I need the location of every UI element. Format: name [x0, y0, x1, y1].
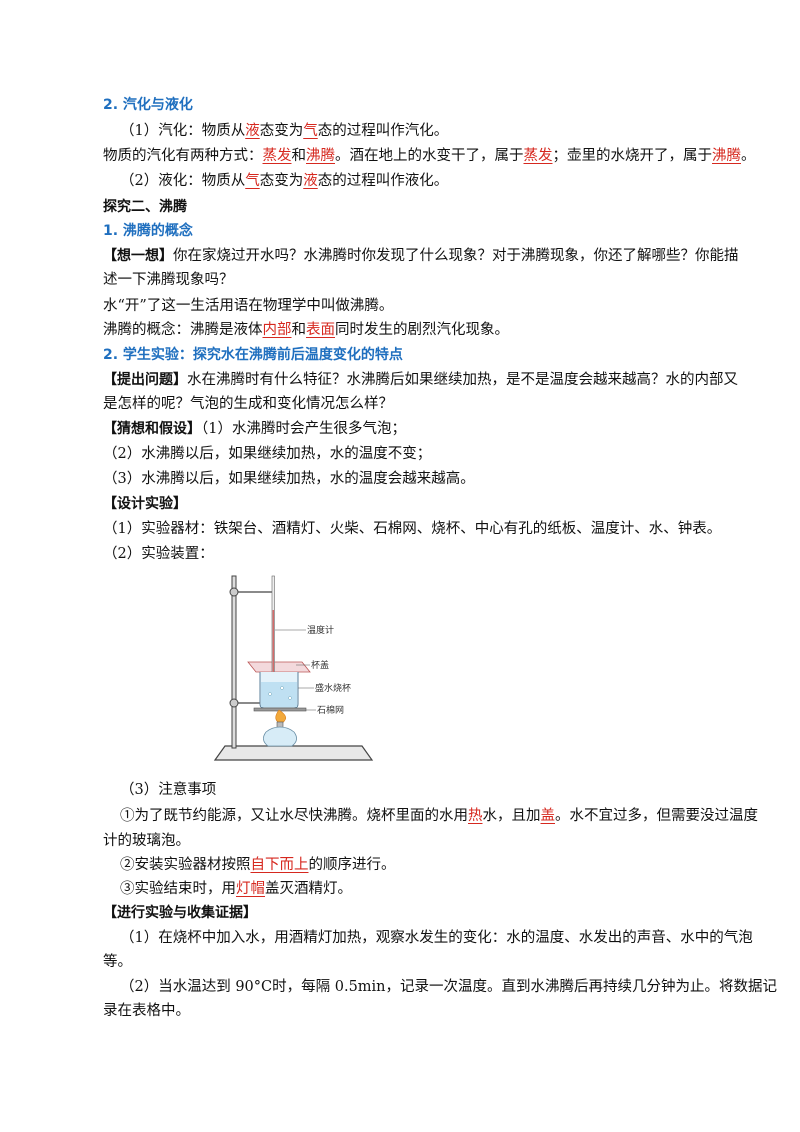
- text: 态的过程叫作液化。: [317, 173, 449, 189]
- flame: [275, 709, 287, 724]
- text: 同时发生的剧烈汽化现象。: [335, 322, 509, 338]
- tag: 【提出问题】: [103, 372, 187, 388]
- stand-base: [213, 745, 374, 761]
- alcohol-lamp: [263, 726, 297, 747]
- text: 水，且加: [482, 808, 541, 824]
- explore-heading: 探究二、沸腾: [103, 199, 187, 215]
- note-3: ③实验结束时，用灯帽盖灭酒精灯。: [120, 879, 352, 899]
- text: ②安装实验器材按照: [120, 857, 251, 873]
- text: 。酒在地上的水变干了，属于: [335, 148, 524, 164]
- hypothesis-item: （3）水沸腾以后，如果继续加热，水的温度会越来越高。: [103, 471, 475, 487]
- note-1-line2: 计的玻璃泡。: [103, 833, 190, 849]
- collect-step-1-line2: 等。: [103, 954, 132, 970]
- text: 你在家烧过开水吗？水沸腾时你发现了什么现象？对于沸腾现象，你还了解哪些？你能描: [173, 248, 739, 264]
- collect-heading: 【进行实验与收集证据】: [103, 905, 257, 921]
- answer-blank: 自下而上: [250, 857, 309, 873]
- clamp-knob: [229, 587, 239, 597]
- label-gauze: 石棉网: [317, 704, 344, 716]
- label-lid: 杯盖: [311, 659, 329, 671]
- ring-knob: [229, 698, 239, 708]
- note-1: ①为了既节约能源，又让水尽快沸腾。烧杯里面的水用热水，且加盖。水不宜过多，但需要…: [120, 806, 758, 826]
- text: 物质的汽化有两种方式：: [103, 148, 263, 164]
- subsection-title: 2. 学生实验：探究水在沸腾前后温度变化的特点: [103, 347, 403, 363]
- collect-step-1: （1）在烧杯中加入水，用酒精灯加热，观察水发生的变化：水的温度、水发出的声音、水…: [120, 930, 753, 946]
- question-paragraph: 【提出问题】水在沸腾时有什么特征？水沸腾后如果继续加热，是不是温度会越来越高？水…: [103, 370, 738, 390]
- answer-blank: 表面: [306, 322, 335, 338]
- answer-blank: 蒸发: [523, 148, 553, 164]
- answer-blank: 内部: [262, 322, 292, 338]
- tag: 【想一想】: [103, 248, 173, 264]
- equipment-list: （1）实验器材：铁架台、酒精灯、火柴、石棉网、烧杯、中心有孔的纸板、温度计、水、…: [103, 521, 722, 537]
- answer-blank: 沸腾: [306, 148, 335, 164]
- subsection-title: 1. 沸腾的概念: [103, 223, 193, 239]
- apparatus-illustration: 温度计 杯盖 盛水烧杯 石棉网: [213, 575, 374, 761]
- text: 。水不宜过多，但需要没过温度: [555, 808, 758, 824]
- text: 盖灭酒精灯。: [265, 881, 352, 897]
- text: ；壶里的水烧开了，属于: [552, 148, 713, 164]
- text: 水在沸腾时有什么特征？水沸腾后如果继续加热，是不是温度会越来越高？水的内部又: [187, 372, 738, 388]
- text: 。: [741, 148, 756, 164]
- note-2: ②安装实验器材按照自下而上的顺序进行。: [120, 855, 396, 875]
- think-paragraph: 【想一想】你在家烧过开水吗？水沸腾时你发现了什么现象？对于沸腾现象，你还了解哪些…: [103, 246, 739, 266]
- setup-label: （2）实验装置：: [103, 546, 214, 562]
- answer-blank: 盖: [540, 808, 556, 824]
- tag: 【猜想和假设】: [103, 421, 201, 437]
- think-paragraph-line2: 述一下沸腾现象吗？: [103, 272, 234, 288]
- collect-step-2-line2: 录在表格中。: [103, 1003, 190, 1019]
- answer-blank: 液: [245, 123, 260, 139]
- water: [261, 682, 297, 707]
- design-heading: 【设计实验】: [103, 496, 187, 512]
- liquefaction-definition: （2）液化：物质从气态变为液态的过程叫作液化。: [120, 171, 448, 191]
- text: （1）水沸腾时会产生很多气泡；: [201, 421, 406, 437]
- answer-blank: 沸腾: [712, 148, 741, 164]
- text: 沸腾的概念：沸腾是液体: [103, 322, 263, 338]
- text: （2）液化：物质从: [120, 173, 246, 189]
- label-thermometer: 温度计: [307, 624, 334, 636]
- answer-blank: 气: [303, 123, 318, 139]
- question-paragraph-line2: 是怎样的呢？气泡的生成和变化情况怎么样？: [103, 396, 393, 412]
- stand-pole: [231, 575, 237, 749]
- text: 态变为: [259, 173, 304, 189]
- text: 的顺序进行。: [308, 857, 396, 873]
- section-title: 2. 汽化与液化: [103, 97, 193, 113]
- collect-step-2: （2）当水温达到 90°C时，每隔 0.5min，记录一次温度。直到水沸腾后再持…: [120, 979, 778, 995]
- lid: [247, 661, 311, 673]
- hypothesis-paragraph: 【猜想和假设】（1）水沸腾时会产生很多气泡；: [103, 419, 406, 439]
- hypothesis-item: （2）水沸腾以后，如果继续加热，水的温度不变；: [103, 446, 432, 462]
- answer-blank: 气: [245, 173, 260, 189]
- text: 和: [291, 322, 307, 338]
- vaporization-definition: （1）汽化：物质从液态变为气态的过程叫作汽化。: [120, 121, 448, 141]
- text: 态的过程叫作汽化。: [317, 123, 449, 139]
- answer-blank: 灯帽: [236, 881, 265, 897]
- notes-title: （3）注意事项: [120, 782, 217, 798]
- answer-blank: 液: [303, 173, 318, 189]
- paragraph: 水“开”了这一生活用语在物理学中叫做沸腾。: [103, 298, 394, 314]
- text: （1）汽化：物质从: [120, 123, 246, 139]
- answer-blank: 蒸发: [262, 148, 292, 164]
- vaporization-ways: 物质的汽化有两种方式：蒸发和沸腾。酒在地上的水变干了，属于蒸发；壶里的水烧开了，…: [103, 146, 756, 166]
- answer-blank: 热: [468, 808, 483, 824]
- text: 和: [291, 148, 307, 164]
- boiling-concept: 沸腾的概念：沸腾是液体内部和表面同时发生的剧烈汽化现象。: [103, 320, 509, 340]
- label-beaker: 盛水烧杯: [315, 682, 351, 694]
- text: 态变为: [259, 123, 304, 139]
- text: ③实验结束时，用: [120, 881, 236, 897]
- text: ①为了既节约能源，又让水尽快沸腾。烧杯里面的水用: [120, 808, 468, 824]
